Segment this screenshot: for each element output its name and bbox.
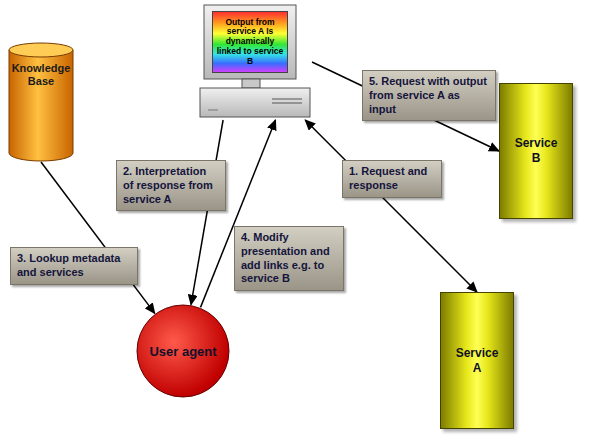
arrow-connector: [312, 62, 499, 151]
monitor-screen: Output from service A Is dynamically lin…: [212, 11, 288, 73]
step-label: 4. Modify presentation and add links e.g…: [234, 226, 344, 291]
node-text: User agent: [149, 344, 216, 359]
cylinder-outline: [8, 42, 74, 162]
node-text: Service B: [510, 136, 562, 166]
screen-text: Output from service A Is dynamically lin…: [214, 18, 286, 67]
step-label: 1. Request and response: [342, 160, 442, 198]
step-label: 2. Interpretation of response from servi…: [116, 160, 226, 211]
service-box: Service A: [440, 292, 514, 429]
node-text: Service A: [451, 346, 503, 376]
arrow-connector: [191, 120, 223, 305]
service-box: Service B: [499, 83, 573, 219]
database-cylinder: Knowledge Base: [8, 42, 74, 162]
computer-node: Output from service A Is dynamically lin…: [198, 4, 312, 120]
agent-circle: User agent: [136, 304, 230, 398]
step-label: 5. Request with output from service A as…: [362, 70, 496, 121]
step-label: 3. Lookup metadata and services: [10, 247, 138, 285]
node-text: Knowledge Base: [8, 42, 74, 88]
